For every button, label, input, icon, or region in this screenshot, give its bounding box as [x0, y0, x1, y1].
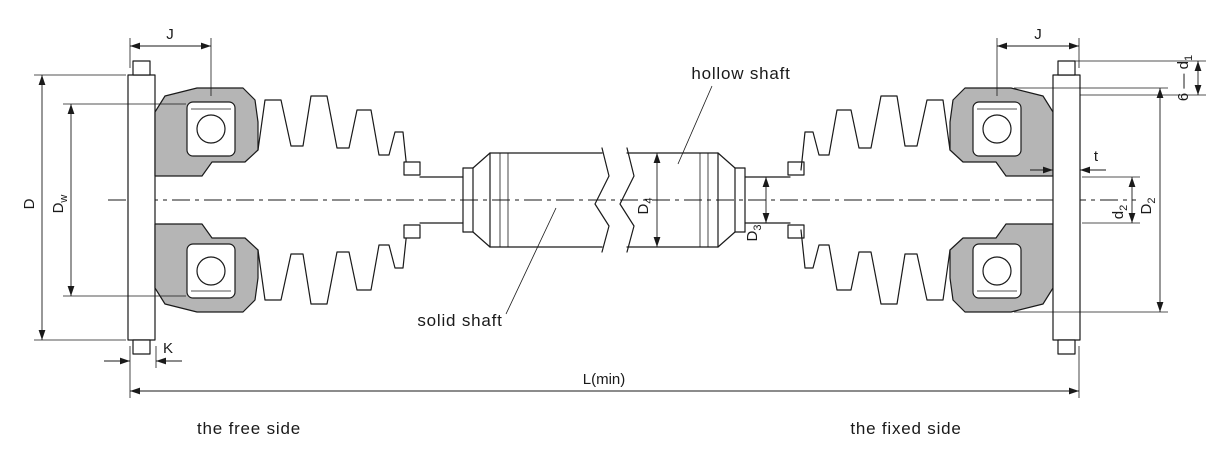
fixed-side-label: the fixed side [850, 419, 961, 438]
left-boot [257, 95, 408, 305]
dim-bolt-holes: 6 — d1 [1075, 55, 1206, 101]
left-flange [127, 60, 156, 355]
left-bearing-ball-bottom [196, 256, 226, 286]
left-flange-bottom-bolt [132, 339, 151, 355]
dim-d2-big: D2 [1014, 87, 1168, 313]
dim-label-bolt-holes: 6 — d1 [1175, 55, 1195, 101]
solid-shaft-label: solid shaft [417, 311, 502, 330]
left-boot-clamp [403, 161, 421, 239]
hollow-shaft-label: hollow shaft [691, 64, 790, 83]
right-boot-clamp [787, 161, 805, 239]
right-boot [800, 95, 951, 305]
leader-hollow-shaft: hollow shaft [677, 64, 790, 165]
right-flange-top-bolt [1057, 60, 1076, 76]
dim-label-k: K [163, 340, 173, 357]
free-side-label: the free side [197, 419, 301, 438]
dim-label-j-left: J [166, 26, 174, 43]
leader-solid-shaft: solid shaft [417, 207, 557, 330]
dim-d3: D3 [744, 177, 770, 242]
dim-label-d2-big: D2 [1138, 198, 1158, 215]
right-flange-plate [1052, 74, 1081, 341]
dim-j-right: J [996, 26, 1080, 96]
right-cv-joint [949, 87, 1054, 313]
right-bearing-ball-top [982, 114, 1012, 144]
dim-label-l-min: L(min) [583, 371, 626, 388]
shaft-assembly [419, 152, 791, 248]
dim-label-d: D [21, 198, 38, 209]
dim-d2-small: d2 [1082, 176, 1140, 224]
right-bearing-ball-bottom [982, 256, 1012, 286]
dim-t: t [1030, 148, 1106, 174]
dim-d-outer: D [21, 74, 126, 341]
dim-label-j-right: J [1034, 26, 1042, 43]
left-flange-plate [127, 74, 156, 341]
dim-label-t: t [1094, 148, 1099, 165]
dim-d4: D4 [635, 153, 661, 247]
dim-label-d2-small: d2 [1110, 205, 1130, 219]
left-cv-joint [154, 87, 259, 313]
dim-label-d3: D3 [744, 225, 764, 242]
right-flange [1052, 60, 1081, 355]
dim-dw: Dw [50, 103, 186, 297]
dim-k: K [104, 340, 182, 368]
dim-j-left: J [129, 26, 212, 96]
shaft-break-symbol [594, 147, 635, 253]
dim-l-min: L(min) [129, 346, 1080, 398]
dim-label-dw: Dw [50, 195, 70, 214]
left-bearing-ball-top [196, 114, 226, 144]
left-flange-top-bolt [132, 60, 151, 76]
dim-label-d4: D4 [635, 198, 655, 215]
right-flange-bottom-bolt [1057, 339, 1076, 355]
